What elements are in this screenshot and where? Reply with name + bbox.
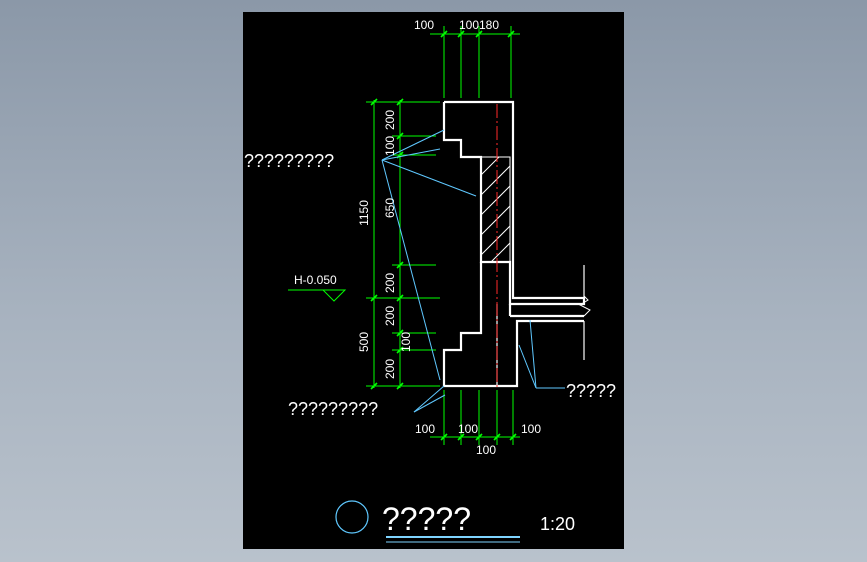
dim-left-inner-1: 200 [383, 110, 397, 130]
dim-left-lower-outer: 500 [357, 332, 371, 352]
dim-top-2: 100 [459, 18, 479, 32]
elevation-triangle-icon [321, 289, 347, 302]
detail-circle-icon [335, 500, 369, 534]
detail-scale: 1:20 [540, 514, 575, 534]
dim-left-inner-3: 650 [383, 198, 397, 218]
leader-lines [381, 129, 565, 413]
dim-left-lower-2: 100 [399, 332, 413, 352]
dim-top-3: 180 [479, 18, 499, 32]
callout-upper-left: ????????? [244, 151, 334, 171]
callout-right: ????? [566, 381, 616, 401]
hatched-infill [480, 156, 511, 263]
dim-bottom-1: 100 [415, 422, 435, 436]
dim-bottom-3: 100 [521, 422, 541, 436]
dim-bottom-2: 100 [458, 422, 478, 436]
dim-left-lower-1: 200 [383, 306, 397, 326]
parapet-outline [442, 100, 586, 306]
dim-top-1: 100 [414, 18, 434, 32]
detail-title: ????? [382, 501, 471, 537]
dimension-ticks [370, 30, 517, 441]
plinth-outline [442, 262, 584, 388]
dim-left-lower-3: 200 [383, 359, 397, 379]
dim-left-outer: 1150 [357, 200, 371, 226]
callout-lower-left: ????????? [288, 399, 378, 419]
dim-left-inner-2: 100 [383, 136, 397, 156]
dim-left-inner-4: 200 [383, 273, 397, 293]
dimension-lines [288, 26, 520, 445]
level-mark-label: H-0.050 [294, 273, 337, 287]
left-dimension-labels: 1150 200 100 650 200 500 200 100 200 [357, 110, 413, 379]
wall-outline [442, 100, 586, 388]
dim-bottom-under: 100 [476, 443, 496, 457]
break-line-icon [578, 295, 591, 317]
title-underline [386, 536, 520, 543]
top-dimension-labels: 100 100 180 [414, 18, 499, 32]
bottom-dimension-labels: 100 100 100 100 [415, 422, 541, 457]
